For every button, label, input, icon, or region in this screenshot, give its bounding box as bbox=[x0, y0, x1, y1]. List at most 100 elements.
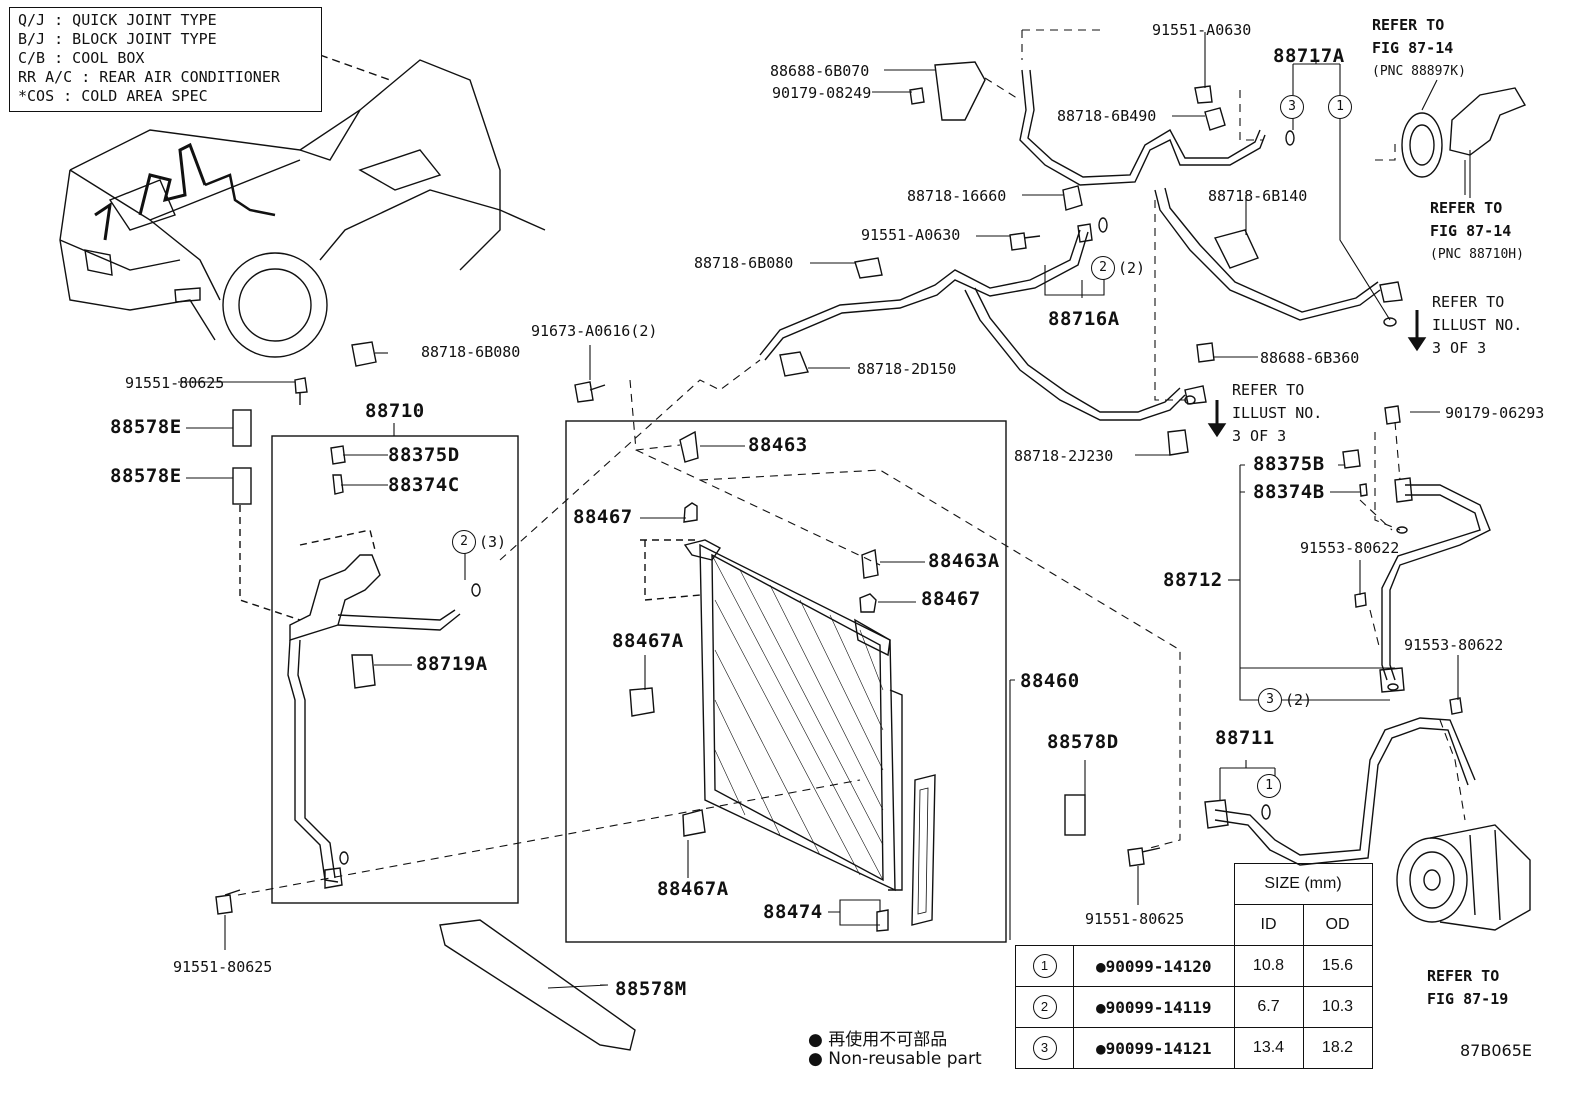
valve-core-88374C bbox=[332, 474, 344, 495]
condenser-group-frame bbox=[565, 420, 1007, 943]
callout-circle: 3 bbox=[1280, 95, 1304, 119]
refer-to-note[interactable]: REFER TO FIG 87-19 bbox=[1427, 965, 1508, 1011]
table-spacer bbox=[1074, 905, 1235, 946]
clamp-88718-6B080-a bbox=[854, 257, 883, 279]
part-label[interactable]: 88578E bbox=[110, 465, 182, 487]
legend-text: : QUICK JOINT TYPE bbox=[54, 11, 217, 29]
part-number[interactable]: ●90099-14121 bbox=[1073, 1027, 1235, 1069]
part-label[interactable]: 91551-80625 bbox=[125, 374, 225, 392]
legend-abbr: C/B bbox=[18, 49, 46, 67]
part-label[interactable]: 88710 bbox=[365, 400, 425, 422]
refer-line: 3 OF 3 bbox=[1232, 427, 1287, 445]
part-label[interactable]: 88374C bbox=[388, 474, 460, 496]
table-col-id: ID bbox=[1233, 904, 1304, 946]
legend-row: C/B : COOL BOX bbox=[18, 49, 144, 67]
part-label[interactable]: 88578M bbox=[615, 978, 687, 1000]
refer-to-note[interactable]: REFER TO ILLUST NO. 3 OF 3 bbox=[1232, 379, 1322, 448]
condenser bbox=[683, 539, 936, 926]
callout-circle: 1 bbox=[1257, 774, 1281, 798]
part-label[interactable]: 88718-6B140 bbox=[1208, 187, 1308, 205]
part-label[interactable]: 88716A bbox=[1048, 308, 1120, 330]
part-label[interactable]: 88467 bbox=[921, 588, 981, 610]
part-label[interactable]: 88711 bbox=[1215, 727, 1275, 749]
refer-line: FIG 87-19 bbox=[1427, 990, 1509, 1008]
part-label[interactable]: 88718-6B490 bbox=[1057, 107, 1157, 125]
part-number[interactable]: ●90099-14120 bbox=[1073, 945, 1235, 987]
part-label[interactable]: 88375D bbox=[388, 444, 460, 466]
part-label[interactable]: 91551-80625 bbox=[1085, 910, 1185, 928]
part-label[interactable]: 88688-6B360 bbox=[1260, 349, 1360, 367]
legend-row: RR A/C : REAR AIR CONDITIONER bbox=[18, 68, 280, 86]
refer-to-note[interactable]: REFER TO ILLUST NO. 3 OF 3 bbox=[1432, 291, 1522, 360]
clamp-88718-16660 bbox=[1062, 185, 1083, 211]
non-reusable-note-en: ● Non-reusable part bbox=[808, 1049, 982, 1069]
refer-line: REFER TO bbox=[1430, 199, 1503, 217]
liquid-tube-group-frame bbox=[271, 435, 519, 904]
part-label[interactable]: 88467A bbox=[612, 630, 684, 652]
bolt-91551-80625-c bbox=[1127, 847, 1161, 867]
table-header: SIZE (mm) bbox=[1233, 863, 1373, 905]
bracket-88467A-a bbox=[629, 687, 655, 717]
table-spacer bbox=[1016, 864, 1074, 905]
table-row: 3 ●90099-14121 13.4 18.2 bbox=[1015, 1027, 1373, 1069]
table-col-od: OD bbox=[1302, 904, 1373, 946]
legend-text: : REAR AIR CONDITIONER bbox=[81, 68, 280, 86]
part-label[interactable]: 91551-80625 bbox=[173, 958, 273, 976]
part-label[interactable]: 88718-6B080 bbox=[694, 254, 794, 272]
bolt-91553-80622-a bbox=[1354, 592, 1367, 608]
pad-88578E-a bbox=[232, 409, 252, 447]
refer-to-note[interactable]: REFER TO FIG 87-14 (PNC 88710H) bbox=[1430, 197, 1524, 266]
refer-line: REFER TO bbox=[1427, 967, 1500, 985]
valve-cap-88375D bbox=[330, 445, 346, 465]
table-spacer bbox=[1016, 905, 1074, 946]
part-label[interactable]: 88467 bbox=[573, 506, 633, 528]
callout-circle: 2 bbox=[452, 530, 476, 554]
refer-line: 3 OF 3 bbox=[1432, 339, 1487, 357]
part-label[interactable]: 88578D bbox=[1047, 731, 1119, 753]
part-label[interactable]: 88374B bbox=[1253, 481, 1325, 503]
bracket-88467A-b bbox=[682, 809, 706, 837]
part-label[interactable]: 88474 bbox=[763, 901, 823, 923]
part-label[interactable]: 88712 bbox=[1163, 569, 1223, 591]
part-label[interactable]: 88718-16660 bbox=[907, 187, 1007, 205]
part-label[interactable]: 88578E bbox=[110, 416, 182, 438]
part-label[interactable]: 88688-6B070 bbox=[770, 62, 870, 80]
refer-to-note[interactable]: REFER TO FIG 87-14 (PNC 88897K) bbox=[1372, 14, 1466, 83]
part-label[interactable]: 88718-2D150 bbox=[857, 360, 957, 378]
vehicle-illustration bbox=[59, 54, 546, 358]
callout-qty: (2) bbox=[1285, 691, 1313, 709]
part-label[interactable]: 88463 bbox=[748, 434, 808, 456]
refer-line: REFER TO bbox=[1372, 16, 1445, 34]
part-number[interactable]: ●90099-14119 bbox=[1073, 986, 1235, 1028]
row-number: 2 bbox=[1032, 995, 1057, 1019]
legend-abbr: B/J bbox=[18, 30, 46, 48]
part-label[interactable]: 88717A bbox=[1273, 45, 1345, 67]
part-label[interactable]: 91673-A0616(2) bbox=[531, 322, 658, 340]
abbreviation-legend: Q/J : QUICK JOINT TYPE B/J : BLOCK JOINT… bbox=[9, 7, 322, 112]
part-label[interactable]: 88463A bbox=[928, 550, 1000, 572]
refer-line: (PNC 88897K) bbox=[1372, 64, 1466, 79]
part-label[interactable]: 88460 bbox=[1020, 670, 1080, 692]
part-label[interactable]: 90179-08249 bbox=[772, 84, 872, 102]
cushion-88467-b bbox=[859, 593, 877, 613]
part-label[interactable]: 88467A bbox=[657, 878, 729, 900]
row-number: 1 bbox=[1032, 954, 1057, 978]
part-label[interactable]: 91553-80622 bbox=[1300, 539, 1400, 557]
refer-line: ILLUST NO. bbox=[1232, 404, 1323, 422]
refer-line: ILLUST NO. bbox=[1432, 316, 1523, 334]
figure-id: 87B065E bbox=[1460, 1041, 1532, 1060]
refer-line: FIG 87-14 bbox=[1372, 39, 1454, 57]
part-label[interactable]: 88718-6B080 bbox=[421, 343, 521, 361]
part-label[interactable]: 90179-06293 bbox=[1445, 404, 1545, 422]
part-label[interactable]: 88719A bbox=[416, 653, 488, 675]
part-label[interactable]: 91551-A0630 bbox=[861, 226, 961, 244]
refer-line: FIG 87-14 bbox=[1430, 222, 1512, 240]
callout-circle: 1 bbox=[1328, 95, 1352, 119]
part-label[interactable]: 88718-2J230 bbox=[1014, 447, 1114, 465]
size-id: 6.7 bbox=[1233, 986, 1304, 1028]
part-label[interactable]: 91551-A0630 bbox=[1152, 21, 1252, 39]
part-label[interactable]: 88375B bbox=[1253, 453, 1325, 475]
tube-88712 bbox=[1379, 477, 1491, 693]
part-label[interactable]: 91553-80622 bbox=[1404, 636, 1504, 654]
